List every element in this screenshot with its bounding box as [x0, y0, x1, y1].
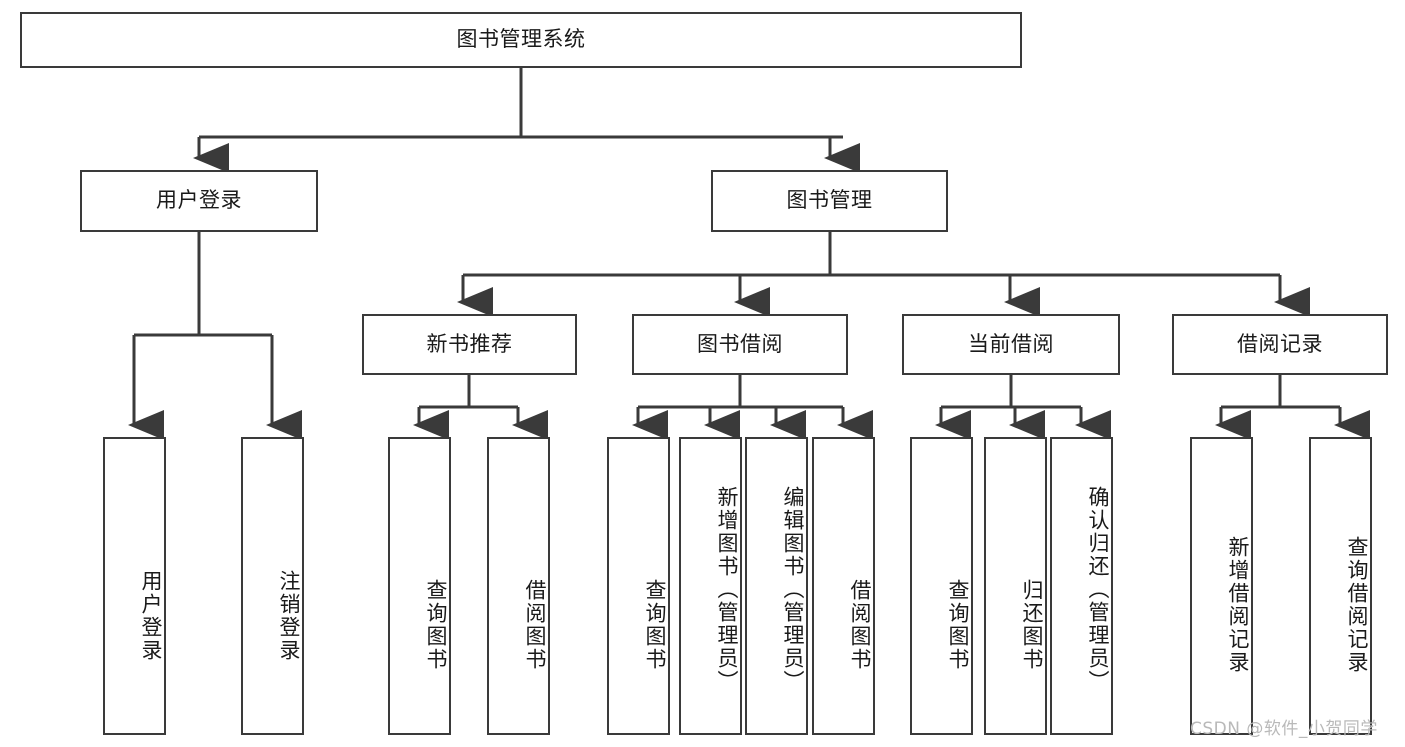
node-leaf-query-book-new[interactable]: 查询图书: [388, 437, 451, 735]
node-leaf-confirm-return[interactable]: 确认归还（管理员）: [1050, 437, 1113, 735]
node-leaf-query-book-current[interactable]: 查询图书: [910, 437, 973, 735]
csdn-watermark: CSDN @软件_小贺同学: [1190, 719, 1378, 739]
node-leaf-query-record[interactable]: 查询借阅记录: [1309, 437, 1372, 735]
node-leaf-borrow-book[interactable]: 借阅图书: [812, 437, 875, 735]
node-leaf-return-book[interactable]: 归还图书: [984, 437, 1047, 735]
node-root[interactable]: 图书管理系统: [20, 12, 1022, 68]
node-leaf-add-record[interactable]: 新增借阅记录: [1190, 437, 1253, 735]
node-leaf-user-logout[interactable]: 注销登录: [241, 437, 304, 735]
node-book-borrow[interactable]: 图书借阅: [632, 314, 848, 375]
node-leaf-edit-book[interactable]: 编辑图书（管理员）: [745, 437, 808, 735]
node-borrow-record[interactable]: 借阅记录: [1172, 314, 1388, 375]
node-new-book-recommend[interactable]: 新书推荐: [362, 314, 577, 375]
node-leaf-query-book-borrow[interactable]: 查询图书: [607, 437, 670, 735]
node-user-login[interactable]: 用户登录: [80, 170, 318, 232]
node-current-borrow[interactable]: 当前借阅: [902, 314, 1120, 375]
node-leaf-add-book[interactable]: 新增图书（管理员）: [679, 437, 742, 735]
node-leaf-user-login[interactable]: 用户登录: [103, 437, 166, 735]
node-leaf-borrow-book-new[interactable]: 借阅图书: [487, 437, 550, 735]
node-book-manage[interactable]: 图书管理: [711, 170, 948, 232]
